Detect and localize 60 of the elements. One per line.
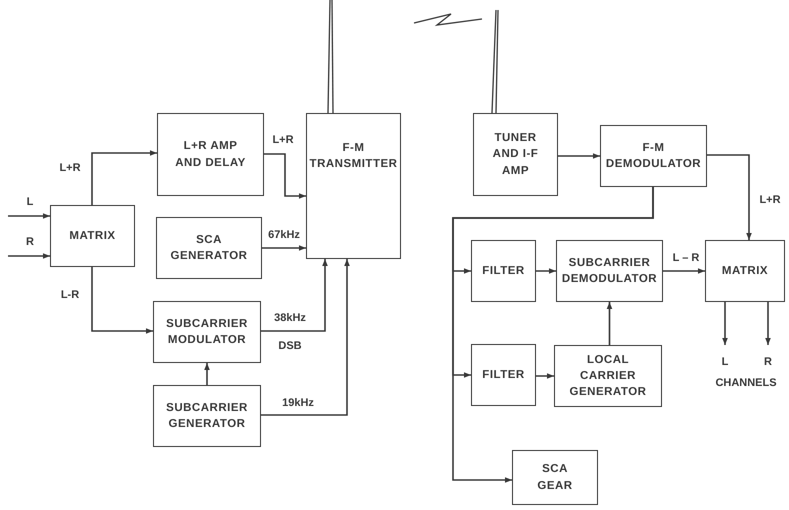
arrow bbox=[204, 363, 210, 385]
arrow bbox=[536, 373, 554, 379]
arrow bbox=[765, 302, 771, 345]
block-label: F-M DEMODULATOR bbox=[605, 140, 702, 172]
edge-label: L bbox=[26, 196, 34, 208]
process-box bbox=[554, 345, 662, 407]
process-box bbox=[153, 301, 261, 363]
process-box bbox=[473, 113, 558, 196]
arrow bbox=[262, 245, 306, 251]
process-box bbox=[157, 113, 264, 196]
process-box bbox=[306, 113, 401, 259]
block-label: L+R AMP AND DELAY bbox=[174, 139, 246, 170]
edge-label: L+R bbox=[58, 162, 82, 174]
process-box bbox=[556, 240, 663, 302]
edge-label: L+R bbox=[758, 194, 782, 206]
block-label: SUBCARRIER DEMODULATOR bbox=[561, 256, 658, 287]
arrow bbox=[722, 302, 728, 345]
process-box bbox=[512, 450, 598, 505]
block-label: FILTER bbox=[482, 368, 525, 383]
block-label: SUBCARRIER GENERATOR bbox=[165, 400, 249, 432]
arrow bbox=[663, 268, 705, 274]
arrow bbox=[91, 150, 157, 205]
block-label: TUNER AND I-F AMP bbox=[492, 131, 540, 179]
edge-label: 67kHz bbox=[267, 229, 301, 241]
block-label: FILTER bbox=[482, 264, 525, 279]
edge-label: R bbox=[25, 236, 35, 248]
block-label: MATRIX bbox=[722, 264, 768, 279]
process-box bbox=[50, 205, 135, 267]
block-label: F-M TRANSMITTER bbox=[310, 141, 398, 172]
process-box bbox=[471, 240, 536, 302]
process-box bbox=[156, 217, 262, 279]
arrow bbox=[8, 213, 50, 219]
arrow bbox=[91, 267, 153, 334]
arrow bbox=[558, 153, 600, 159]
arrow bbox=[261, 259, 328, 332]
arrow bbox=[606, 302, 612, 345]
process-box bbox=[471, 344, 536, 406]
signal-label: DSB bbox=[277, 340, 303, 352]
process-box bbox=[705, 240, 785, 302]
block-label: SUBCARRIER MODULATOR bbox=[165, 316, 249, 348]
process-box bbox=[600, 125, 707, 187]
block-label: MATRIX bbox=[69, 228, 116, 244]
arrow bbox=[536, 268, 556, 274]
edge-label: 38kHz bbox=[273, 312, 307, 324]
arrow bbox=[707, 154, 752, 240]
edge-label: L-R bbox=[60, 289, 80, 301]
edge-label: L – R bbox=[672, 252, 700, 264]
arrow bbox=[261, 259, 350, 416]
edge-label: L bbox=[720, 356, 730, 368]
arrow bbox=[452, 187, 654, 483]
edge-label: 19kHz bbox=[281, 397, 315, 409]
edge-label: R bbox=[763, 356, 773, 368]
block-label: SCA GEAR bbox=[536, 462, 574, 494]
edge-label: L+R bbox=[271, 134, 295, 146]
process-box bbox=[153, 385, 261, 447]
block-label: LOCAL CARRIER GENERATOR bbox=[568, 352, 648, 400]
arrow bbox=[8, 253, 50, 259]
arrow bbox=[264, 153, 306, 199]
block-label: SCA GENERATOR bbox=[170, 232, 248, 264]
signal-label: CHANNELS bbox=[714, 377, 778, 389]
